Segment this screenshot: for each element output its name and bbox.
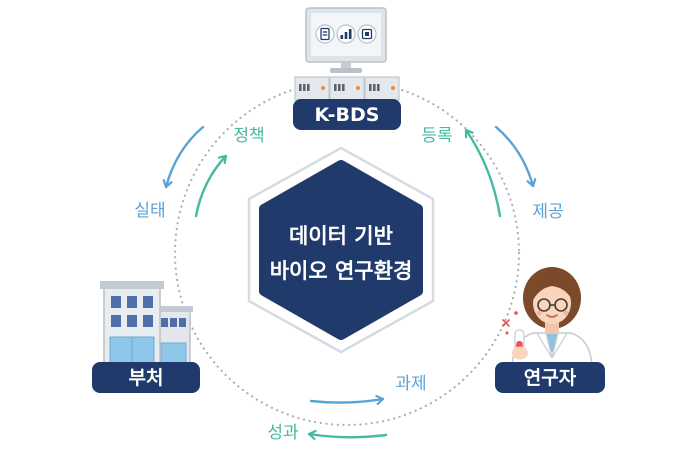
outcome-arrow — [307, 434, 388, 437]
researcher-icon — [511, 267, 593, 366]
project-label: 과제 — [395, 374, 426, 394]
center-title-line2: 바이오 연구환경 — [270, 259, 413, 283]
building-icon — [100, 281, 193, 364]
status-label: 실태 — [134, 201, 165, 221]
researcher-label-box — [495, 362, 605, 393]
center-title-line1: 데이터 기반 — [289, 224, 393, 248]
ministry-node: 부처 — [92, 281, 200, 393]
ministry-label-box — [92, 362, 200, 393]
bar-chart-icon — [336, 24, 356, 44]
researcher-label: 연구자 — [524, 367, 577, 389]
researcher-node: 연구자 — [495, 267, 605, 393]
kbds-label-box — [293, 99, 401, 130]
monitor-icon — [305, 7, 387, 73]
policy-label: 정책 — [233, 126, 264, 146]
provision-arrow — [494, 125, 533, 188]
test-tube-icon — [512, 329, 528, 360]
status-arrow — [166, 125, 205, 189]
kbds-label: K-BDS — [315, 104, 380, 126]
hexagon-fill — [259, 160, 423, 340]
document-icon — [315, 24, 335, 44]
center-hexagon: 데이터 기반 바이오 연구환경 — [247, 146, 435, 354]
sparkle-icon — [502, 311, 518, 335]
policy-arrow — [194, 154, 228, 218]
server-icon — [294, 76, 400, 101]
kbds-node: K-BDS — [293, 7, 401, 130]
registration-arrow — [464, 128, 502, 218]
ministry-label: 부처 — [129, 367, 164, 389]
project-arrow — [309, 399, 385, 403]
provision-label: 제공 — [532, 202, 563, 222]
registration-label: 등록 — [421, 126, 452, 146]
flow-arrows — [166, 125, 533, 437]
outcome-label: 성과 — [267, 423, 299, 443]
chip-icon — [357, 24, 377, 44]
